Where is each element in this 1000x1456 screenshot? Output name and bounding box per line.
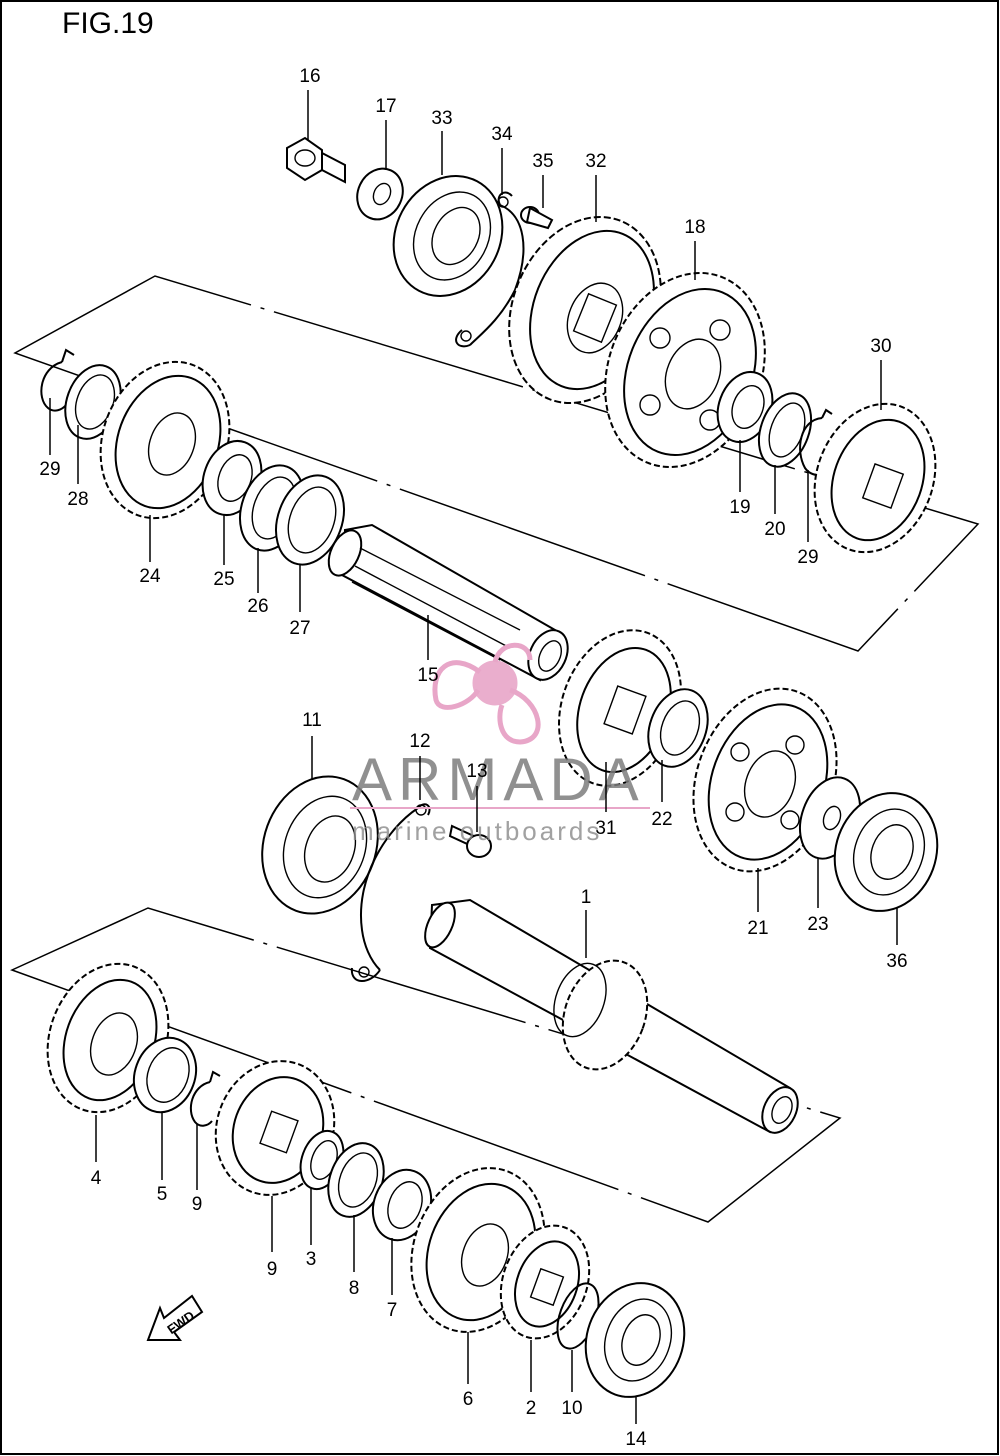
part-36-bearing — [833, 792, 939, 912]
callout-8: 8 — [349, 1278, 360, 1299]
callout-7: 7 — [387, 1300, 398, 1321]
callout-4: 4 — [91, 1168, 102, 1189]
part-14-bearing — [584, 1282, 686, 1398]
part-12-retainer-plate — [350, 803, 431, 982]
callout-23: 23 — [807, 914, 828, 935]
callout-10: 10 — [561, 1398, 582, 1419]
callout-11: 11 — [302, 710, 322, 731]
part-13-screw — [448, 824, 492, 858]
callout-1: 1 — [581, 887, 592, 908]
part-19-bushing — [716, 371, 774, 443]
callout-24: 24 — [139, 566, 161, 587]
callout-9-upper: 9 — [192, 1194, 203, 1215]
fwd-arrow-icon — [146, 1294, 204, 1341]
part-9-circlip-left — [190, 1070, 221, 1127]
callout-2: 2 — [526, 1398, 537, 1419]
watermark-tagline: marine outboards — [352, 816, 602, 846]
callout-5: 5 — [157, 1184, 168, 1205]
callout-32: 32 — [585, 151, 606, 172]
callout-34: 34 — [491, 124, 513, 145]
part-29-circlip-left — [40, 348, 75, 412]
callout-28: 28 — [67, 489, 88, 510]
callout-22: 22 — [651, 809, 672, 830]
callout-36: 36 — [886, 951, 907, 972]
countershaft-group-frame — [13, 275, 980, 652]
callout-19: 19 — [729, 497, 750, 518]
callout-33: 33 — [431, 108, 452, 129]
callout-27: 27 — [289, 618, 310, 639]
callout-16: 16 — [299, 66, 320, 87]
callout-12: 12 — [409, 731, 430, 752]
fwd-arrow: FWD — [146, 1294, 204, 1341]
callout-21: 21 — [747, 918, 768, 939]
part-33-bearing — [392, 175, 504, 297]
leader-lines — [49, 90, 898, 1424]
callout-15: 15 — [417, 665, 438, 686]
part-35-screw — [520, 206, 554, 230]
part-27-washer — [275, 474, 345, 566]
callout-18: 18 — [684, 217, 705, 238]
figure-title: FIG.19 — [62, 7, 154, 40]
part-22-bushing — [647, 688, 709, 768]
part-31-gear — [558, 629, 682, 787]
part-16-bolt — [286, 136, 346, 184]
part-20-washer — [757, 392, 813, 468]
armada-watermark: ARMADA marine outboards — [350, 642, 650, 846]
callout-17: 17 — [375, 96, 396, 117]
driveshaft-group-frame — [10, 907, 842, 1223]
callout-26: 26 — [247, 596, 268, 617]
callout-35: 35 — [532, 151, 553, 172]
part-17-washer — [356, 167, 404, 221]
callout-30: 30 — [870, 336, 891, 357]
part-30-gear — [813, 402, 937, 554]
callout-9-lower: 9 — [267, 1259, 278, 1280]
watermark-brand: ARMADA — [352, 746, 645, 813]
part-15-countershaft — [327, 523, 569, 682]
propeller-logo-icon — [432, 642, 541, 745]
callout-31: 31 — [595, 818, 616, 839]
callout-29-right: 29 — [797, 547, 818, 568]
callout-25: 25 — [213, 569, 234, 590]
part-5-bushing — [132, 1036, 198, 1114]
callout-20: 20 — [764, 519, 785, 540]
callout-labels: 16 17 33 34 35 32 18 30 29 28 24 25 26 2… — [39, 66, 907, 1450]
callout-29-left: 29 — [39, 459, 60, 480]
part-7-bushing — [371, 1168, 433, 1242]
part-2-gear — [499, 1224, 591, 1340]
callout-6: 6 — [463, 1389, 474, 1410]
callout-14: 14 — [625, 1429, 647, 1450]
part-34-retainer-plate — [455, 191, 525, 348]
part-1-driveshaft — [424, 898, 799, 1134]
callout-3: 3 — [306, 1249, 317, 1270]
callout-13: 13 — [466, 761, 487, 782]
part-24-gear — [99, 360, 231, 520]
part-11-bearing — [261, 775, 379, 915]
